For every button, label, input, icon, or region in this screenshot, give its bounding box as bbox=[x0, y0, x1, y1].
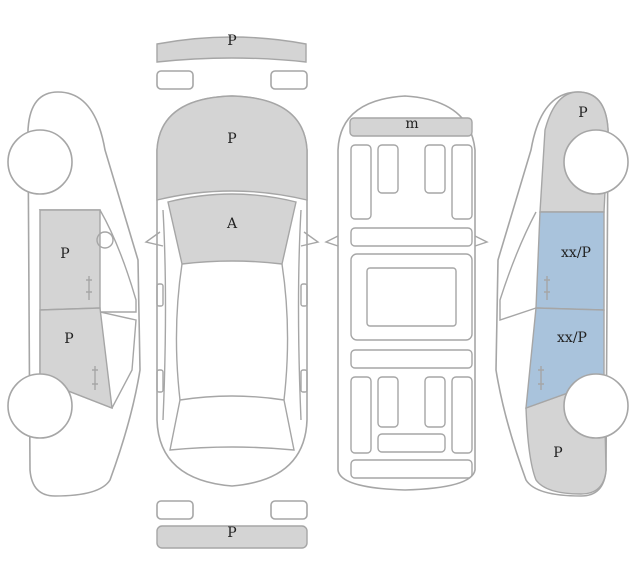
rear-bumper-label: P bbox=[227, 525, 236, 541]
right-rear-door-panel[interactable] bbox=[535, 211, 605, 311]
right-rear-door-label: xx/P bbox=[561, 245, 591, 261]
left-side-view: P P bbox=[7, 91, 141, 497]
front-right-light bbox=[270, 70, 308, 90]
left-rear-door-label: P bbox=[64, 331, 73, 347]
left-front-door-label: P bbox=[60, 246, 69, 262]
right-side-view: P P xx/P xx/P bbox=[495, 91, 629, 497]
right-front-door-label: xx/P bbox=[557, 330, 587, 346]
hood-label: P bbox=[227, 131, 236, 147]
right-front-wheel bbox=[563, 373, 629, 439]
front-bumper-label: P bbox=[227, 33, 236, 49]
interior-view: m bbox=[324, 95, 489, 491]
roof-front-panel[interactable] bbox=[349, 117, 473, 137]
front-bumper-panel[interactable] bbox=[156, 36, 307, 63]
windshield-panel[interactable] bbox=[167, 193, 297, 265]
rear-bumper-panel[interactable] bbox=[156, 525, 308, 549]
hood-panel[interactable] bbox=[156, 95, 308, 201]
rear-left-light bbox=[156, 500, 194, 520]
rear-right-light bbox=[270, 500, 308, 520]
roof-front-label: m bbox=[405, 116, 418, 132]
right-front-fender-label: P bbox=[553, 445, 562, 461]
front-left-light bbox=[156, 70, 194, 90]
top-view-car: P A bbox=[144, 95, 320, 487]
windshield-label: A bbox=[226, 216, 238, 232]
left-front-door-panel[interactable] bbox=[39, 209, 101, 311]
right-rear-quarter-label: P bbox=[578, 105, 587, 121]
left-rear-wheel bbox=[7, 373, 73, 439]
left-front-wheel bbox=[7, 129, 73, 195]
right-rear-wheel bbox=[563, 129, 629, 195]
